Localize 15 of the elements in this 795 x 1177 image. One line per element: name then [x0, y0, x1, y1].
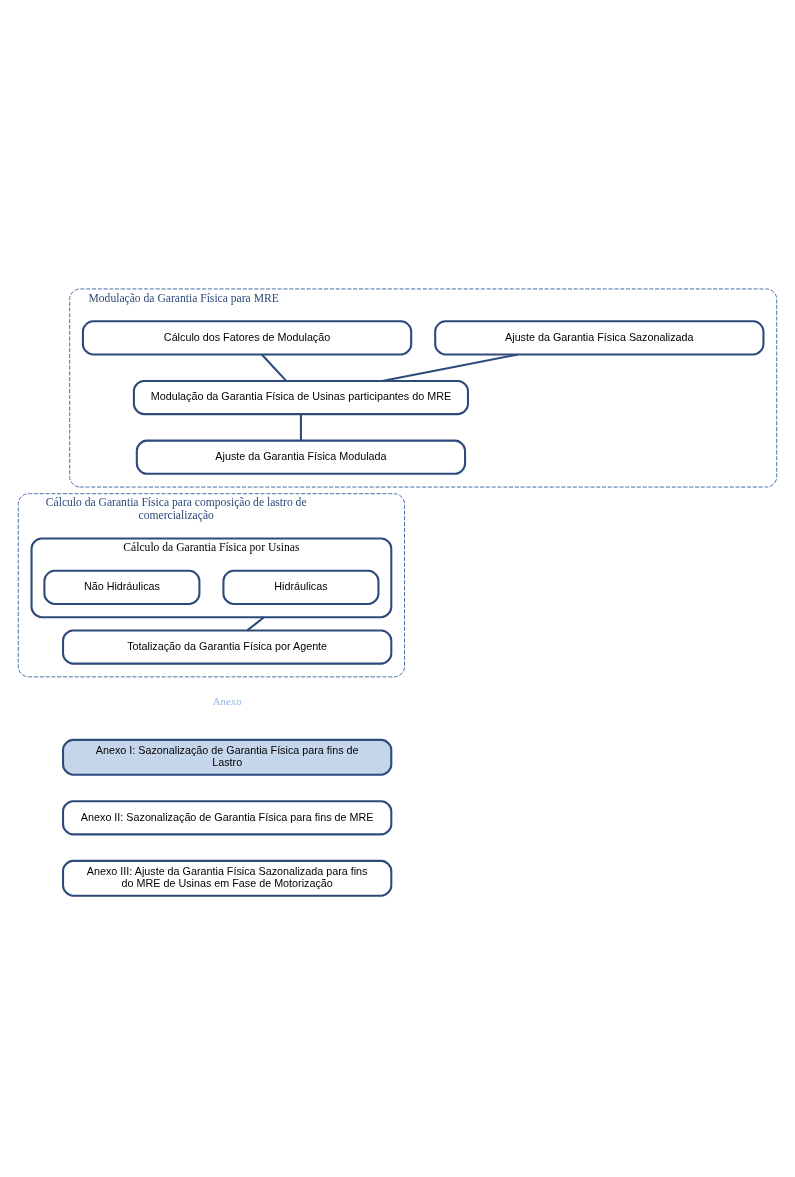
node-box: Totalização da Garantia Física por Agente: [62, 628, 393, 665]
connector: [246, 615, 265, 631]
node-box: Cálculo dos Fatores de Modulação: [81, 319, 413, 355]
node-box: Não Hidráulicas: [43, 569, 201, 605]
node-box: Anexo III: Ajuste da Garantia Física Sazonalizada para fins do MRE de Usinas em Fase de Motorização: [62, 859, 393, 897]
label: Anexo: [212, 694, 242, 707]
node-box: Anexo II: Sazonalização de Garantia Física para fins de MRE: [62, 799, 393, 835]
node-box: Anexo I: Sazonalização de Garantia Física para fins de Lastro: [62, 738, 393, 776]
node-box: Ajuste da Garantia Física Sazonalizada: [434, 319, 765, 355]
connector: [381, 352, 519, 382]
node-box: Hidráulicas: [222, 569, 380, 605]
connector: [261, 353, 287, 382]
node-box: Modulação da Garantia Física de Usinas participantes do MRE: [132, 379, 469, 415]
node-box: Ajuste da Garantia Física Modulada: [135, 439, 467, 475]
connector: [299, 413, 302, 441]
